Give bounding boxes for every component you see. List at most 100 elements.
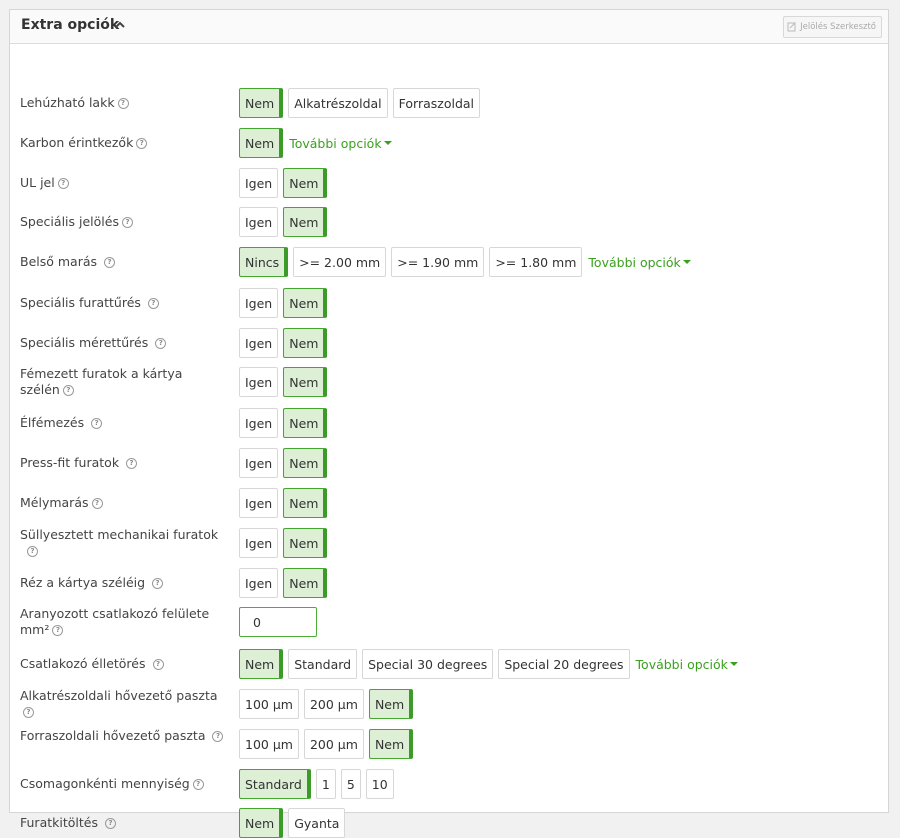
panel-title: Extra opciók [21, 17, 120, 33]
option-button-nem[interactable]: Nem [368, 729, 414, 759]
option-button-nem[interactable]: Nem [239, 88, 284, 118]
option-button-nem[interactable]: Nem [283, 207, 328, 237]
help-circle-icon[interactable]: ? [23, 707, 34, 718]
option-label-text: Karbon érintkezők [20, 135, 134, 150]
option-label: Réz a kártya széléig? [20, 575, 225, 591]
option-button-igen[interactable]: Igen [239, 328, 279, 358]
option-label: Speciális jelölés? [20, 214, 225, 230]
option-label: Speciális furattűrés? [20, 295, 225, 311]
option-button-2-00-mm[interactable]: >= 2.00 mm [293, 247, 387, 277]
option-label: Fémezett furatok a kártya szélén? [20, 366, 225, 398]
option-button-special-30-degrees[interactable]: Special 30 degrees [362, 649, 494, 679]
option-button-igen[interactable]: Igen [239, 207, 279, 237]
gold-connector-area-input[interactable] [239, 607, 317, 637]
option-button-standard[interactable]: Standard [288, 649, 358, 679]
option-label: Forraszoldali hővezető paszta? [20, 728, 225, 744]
option-label: Lehúzható lakk? [20, 95, 225, 111]
help-circle-icon[interactable]: ? [104, 257, 116, 268]
option-button-igen[interactable]: Igen [239, 488, 279, 518]
option-button-igen[interactable]: Igen [239, 528, 279, 558]
option-button-nem[interactable]: Nem [239, 649, 284, 679]
option-button-gyanta[interactable]: Gyanta [288, 808, 346, 838]
help-circle-icon[interactable]: ? [152, 578, 164, 589]
help-circle-icon[interactable]: ? [52, 625, 64, 636]
option-label-text: Fémezett furatok a kártya szélén [20, 366, 183, 397]
option-button-1-80-mm[interactable]: >= 1.80 mm [489, 247, 583, 277]
option-button-nem[interactable]: Nem [283, 408, 328, 438]
option-button-nem[interactable]: Nem [239, 128, 284, 158]
option-button-standard[interactable]: Standard [239, 769, 311, 799]
option-group: Nincs>= 2.00 mm>= 1.90 mm>= 1.80 mm Továb… [239, 247, 691, 277]
option-label-text: Speciális mérettűrés [20, 335, 149, 350]
help-circle-icon[interactable]: ? [152, 659, 164, 670]
help-circle-icon[interactable]: ? [117, 98, 129, 109]
option-button-nem[interactable]: Nem [283, 288, 328, 318]
option-button-igen[interactable]: Igen [239, 168, 279, 198]
help-circle-icon[interactable]: ? [136, 138, 148, 149]
option-label: Press-fit furatok? [20, 455, 225, 471]
help-circle-icon[interactable]: ? [147, 298, 159, 309]
more-options-label: További opciók [588, 254, 681, 270]
help-circle-icon[interactable]: ? [91, 418, 103, 429]
option-button-alkatreszoldal[interactable]: Alkatrészoldal [288, 88, 388, 118]
caret-down-icon [682, 260, 691, 264]
more-options-link[interactable]: További opciók [636, 657, 738, 672]
option-label: Csatlakozó élletörés? [20, 656, 225, 672]
option-button-igen[interactable]: Igen [239, 448, 279, 478]
option-button-igen[interactable]: Igen [239, 568, 279, 598]
option-button-200-m[interactable]: 200 µm [303, 729, 364, 759]
option-button-igen[interactable]: Igen [239, 288, 279, 318]
option-button-nem[interactable]: Nem [283, 328, 328, 358]
option-label-text: Press-fit furatok [20, 455, 120, 470]
option-label-text: Süllyesztett mechanikai furatok [20, 527, 219, 542]
option-label: Aranyozott csatlakozó felülete mm²? [20, 606, 225, 638]
option-button-nem[interactable]: Nem [239, 808, 284, 838]
caret-down-icon [729, 662, 738, 666]
option-button-100-m[interactable]: 100 µm [239, 689, 299, 719]
option-button-nem[interactable]: Nem [283, 528, 328, 558]
chevron-up-icon[interactable] [114, 19, 126, 31]
option-button-1-90-mm[interactable]: >= 1.90 mm [391, 247, 485, 277]
more-options-label: További opciók [289, 135, 382, 151]
option-button-special-20-degrees[interactable]: Special 20 degrees [498, 649, 630, 679]
option-button-200-m[interactable]: 200 µm [303, 689, 364, 719]
help-circle-icon[interactable]: ? [27, 546, 38, 557]
help-circle-icon[interactable]: ? [57, 178, 69, 189]
help-circle-icon[interactable]: ? [192, 779, 204, 790]
option-button-5[interactable]: 5 [340, 769, 361, 799]
option-button-100-m[interactable]: 100 µm [239, 729, 299, 759]
more-options-link[interactable]: További opciók [289, 135, 392, 151]
help-circle-icon[interactable]: ? [212, 731, 224, 742]
option-button-1[interactable]: 1 [315, 769, 336, 799]
help-circle-icon[interactable]: ? [121, 217, 133, 228]
option-label-text: Speciális furattűrés [20, 295, 141, 310]
help-circle-icon[interactable]: ? [155, 338, 167, 349]
help-circle-icon[interactable]: ? [126, 458, 138, 469]
option-button-10[interactable]: 10 [365, 769, 394, 799]
option-label-text: Belső marás [20, 254, 98, 269]
option-button-nem[interactable]: Nem [368, 689, 414, 719]
option-label-text: Csomagonkénti mennyiség [20, 776, 190, 791]
more-options-label: További opciók [635, 656, 728, 672]
option-label-text: Réz a kártya széléig [20, 575, 146, 590]
option-button-nem[interactable]: Nem [283, 168, 328, 198]
option-label-text: Aranyozott csatlakozó felülete mm² [20, 606, 210, 637]
help-circle-icon[interactable]: ? [91, 498, 103, 509]
option-button-nem[interactable]: Nem [283, 488, 328, 518]
option-button-nem[interactable]: Nem [283, 568, 328, 598]
option-label-text: Lehúzható lakk [20, 95, 115, 110]
option-group: Nem További opciók [239, 128, 392, 158]
option-button-igen[interactable]: Igen [239, 408, 279, 438]
option-button-nem[interactable]: Nem [283, 448, 328, 478]
more-options-link[interactable]: További opciók [588, 254, 691, 270]
help-circle-icon[interactable]: ? [62, 385, 74, 396]
option-button-forraszoldal[interactable]: Forraszoldal [392, 88, 481, 118]
option-label: Alkatrészoldali hővezető paszta? [20, 688, 225, 720]
marking-editor-button[interactable]: Jelölés Szerkesztő [783, 16, 882, 38]
option-button-nem[interactable]: Nem [283, 367, 328, 397]
option-button-nincs[interactable]: Nincs [239, 247, 289, 277]
option-button-igen[interactable]: Igen [239, 367, 279, 397]
